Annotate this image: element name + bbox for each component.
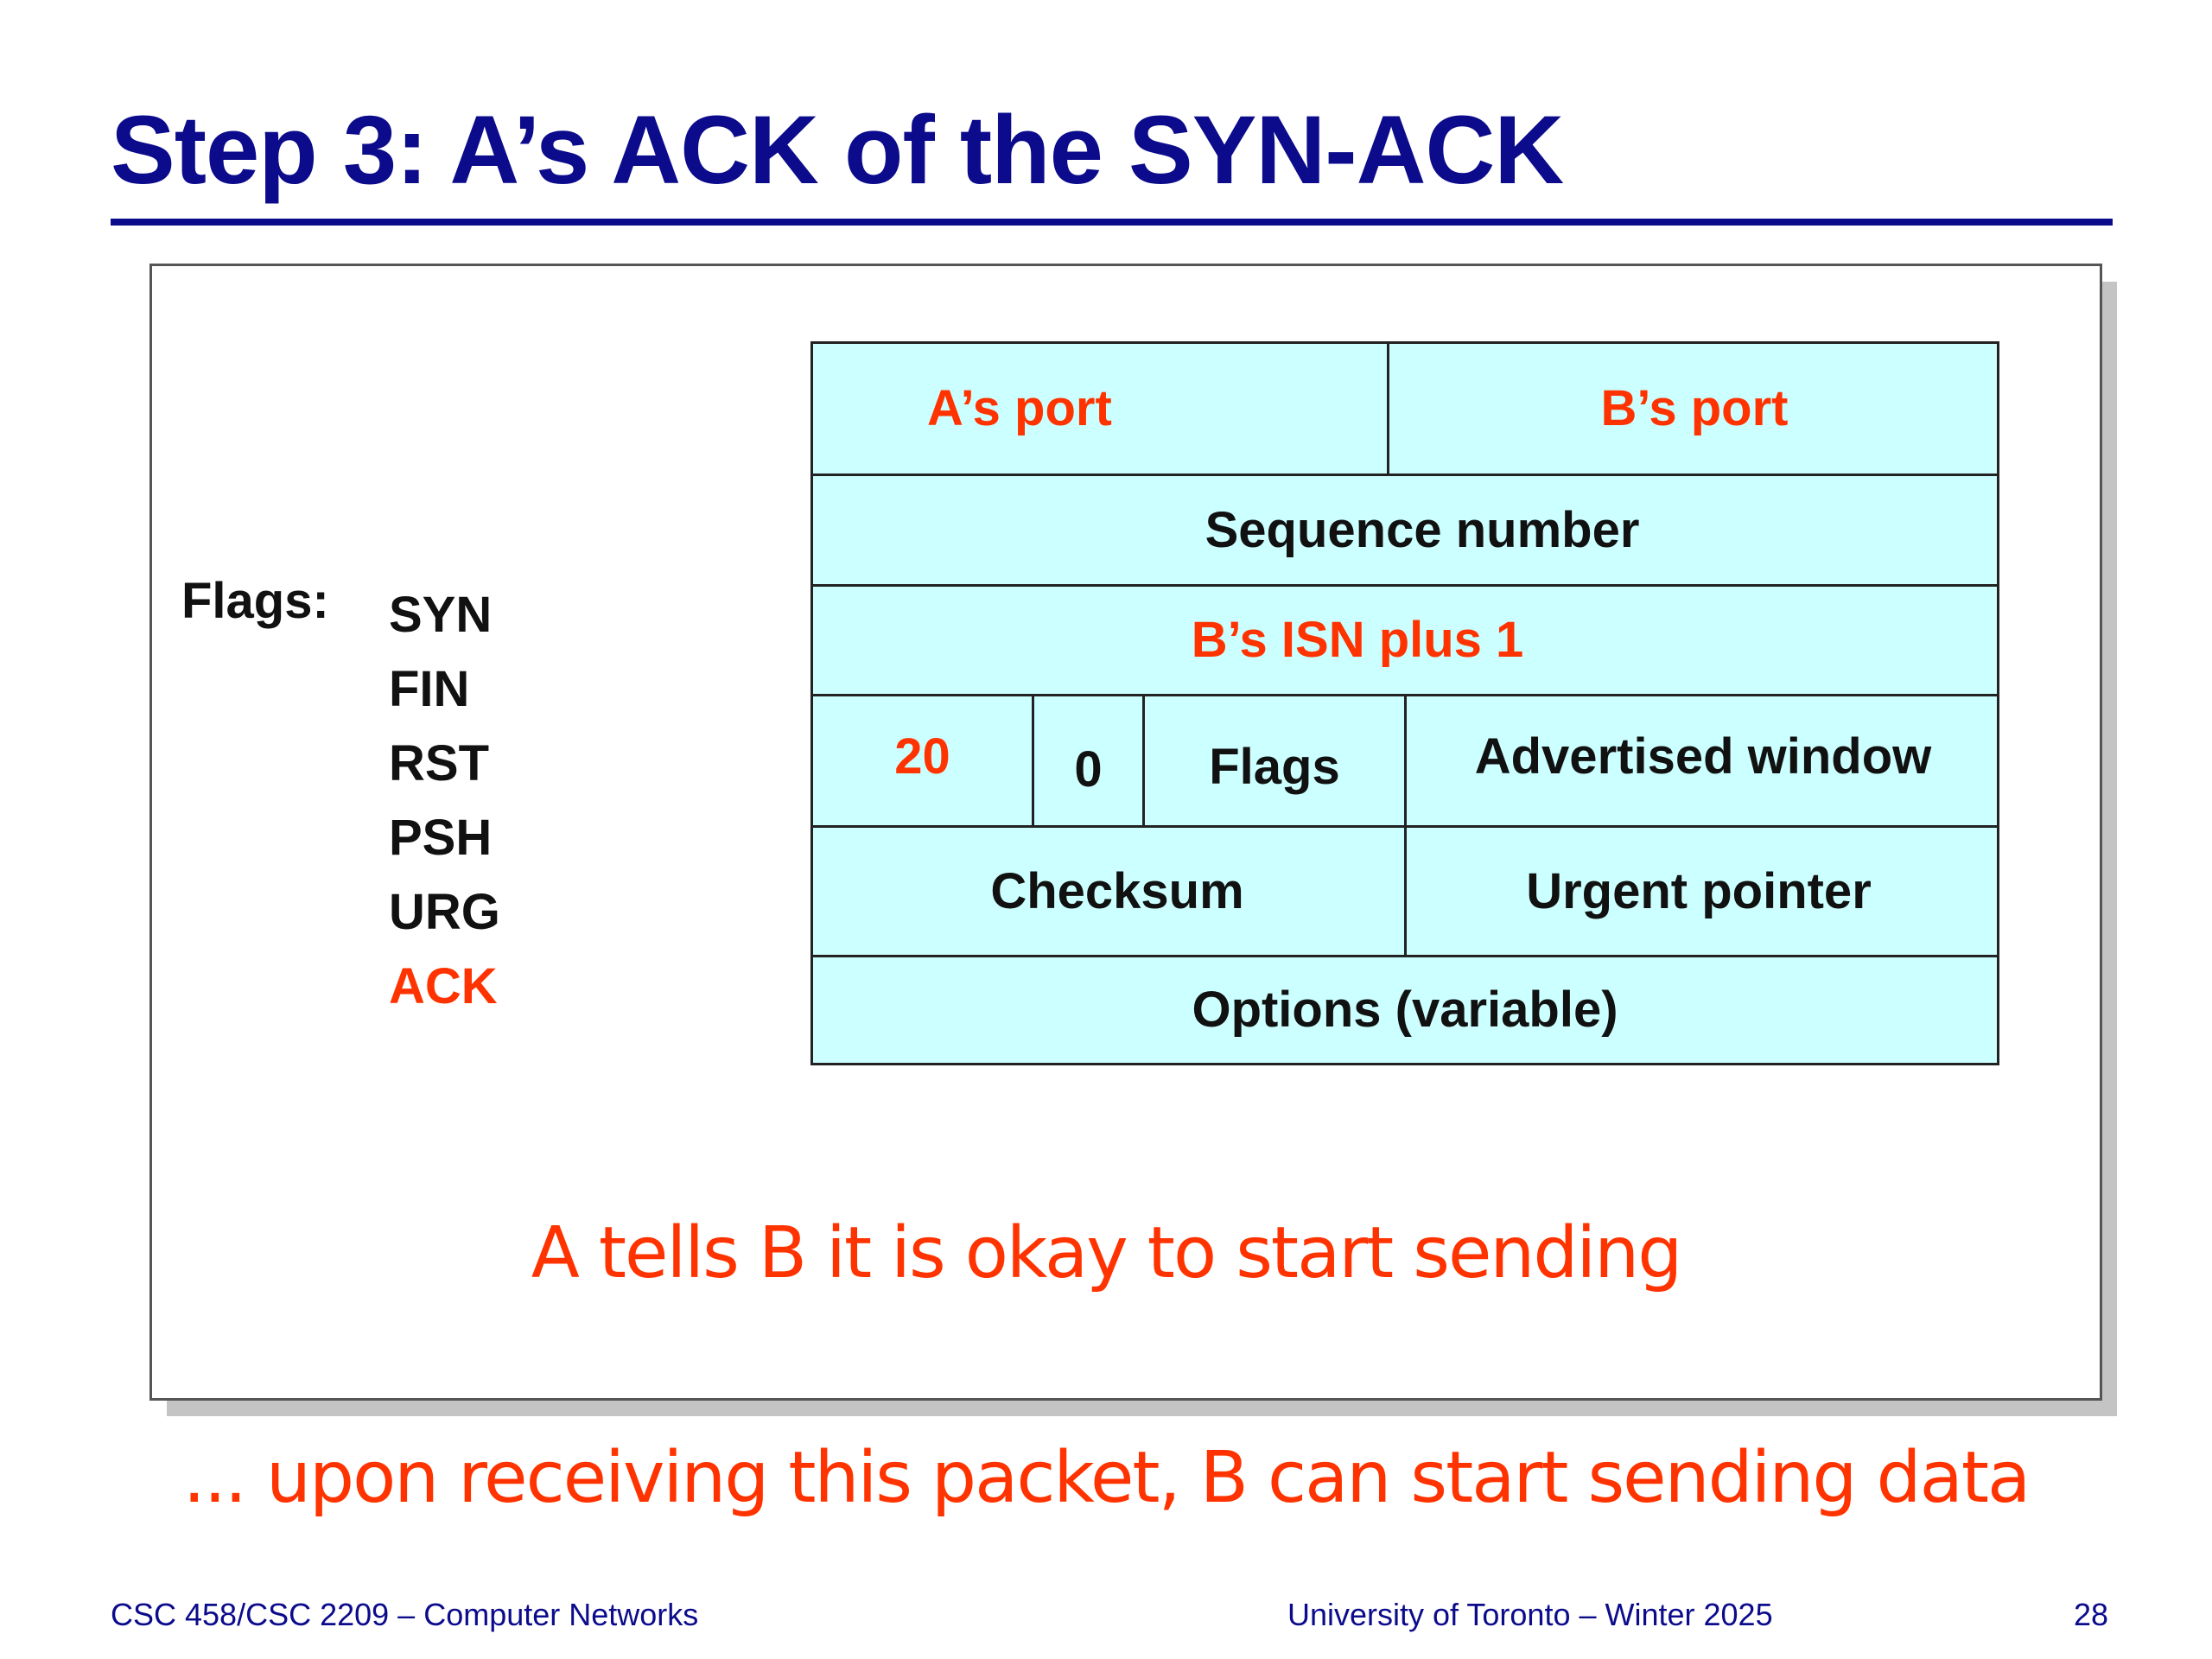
col-divider [1404, 694, 1407, 955]
slide-number: 28 [2074, 1597, 2109, 1632]
options-field: Options (variable) [1192, 982, 1618, 1038]
reserved-field: 0 [1074, 741, 1103, 798]
flags-label: Flags: [181, 573, 329, 629]
flag-urg: URG [389, 884, 500, 940]
header-length-field: 20 [894, 728, 950, 785]
checksum-field: Checksum [990, 862, 1244, 919]
src-port-field: A’s port [927, 380, 1112, 436]
dst-port-field: B’s port [1600, 380, 1789, 436]
urgent-pointer-field: Urgent pointer [1526, 862, 1872, 919]
slide-title: Step 3: A’s ACK of the SYN-ACK [111, 96, 1564, 204]
col-divider [1387, 344, 1389, 474]
title-underline [111, 219, 2113, 226]
followup-note: ... upon receiving this packet, B can st… [182, 1437, 2031, 1519]
flag-psh: PSH [389, 810, 493, 866]
footer-course: CSC 458/CSC 2209 – Computer Networks [111, 1597, 699, 1632]
ack-number-field: B’s ISN plus 1 [1191, 612, 1524, 668]
flag-list: SYN FIN RST PSH URG ACK [389, 584, 500, 1030]
row-divider [813, 474, 1997, 476]
sequence-number-field: Sequence number [1205, 501, 1640, 558]
handshake-note: A tells B it is okay to start sending [531, 1212, 1683, 1294]
row-divider [813, 955, 1997, 957]
col-divider [1142, 694, 1145, 825]
flag-syn: SYN [389, 587, 493, 643]
tcp-header-diagram: A’s port B’s port Sequence number B’s IS… [810, 341, 1999, 1065]
row-divider [813, 584, 1997, 587]
flags-field: Flags [1209, 738, 1340, 795]
flag-rst: RST [389, 735, 489, 791]
footer-university: University of Toronto – Winter 2025 [1287, 1597, 1773, 1632]
col-divider [1032, 694, 1034, 825]
flag-ack: ACK [389, 958, 498, 1014]
flag-fin: FIN [389, 661, 470, 717]
advertised-window-field: Advertised window [1474, 728, 1932, 785]
